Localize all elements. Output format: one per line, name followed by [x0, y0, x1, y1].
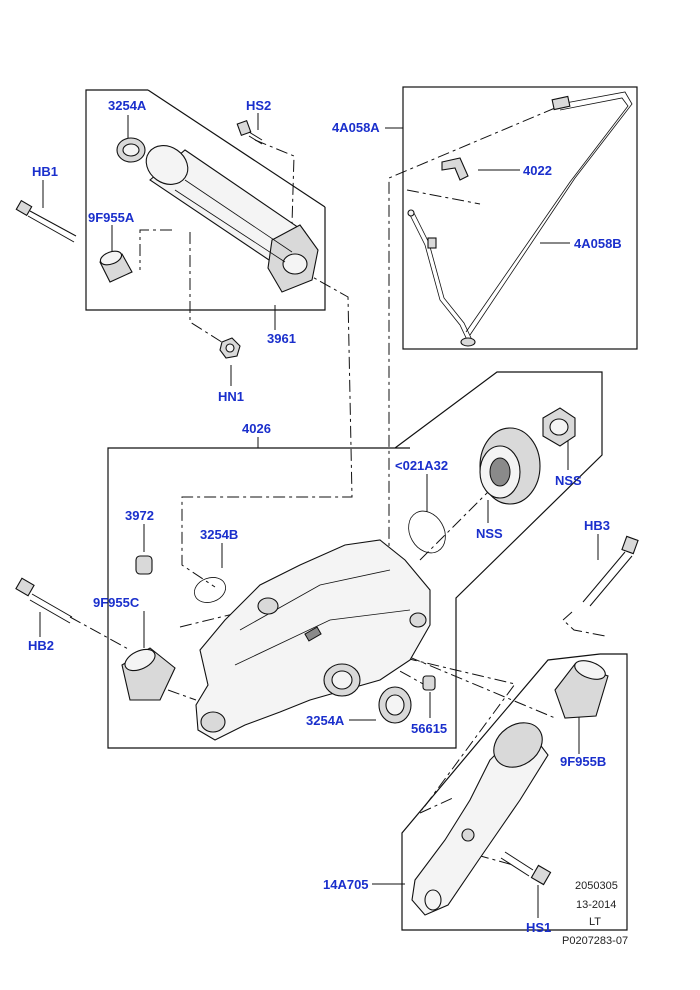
label-nss-flange: NSS	[476, 526, 503, 541]
bolt-hs1	[500, 851, 552, 886]
label-9f955b: 9F955B	[560, 754, 606, 769]
label-14a705: 14A705	[323, 877, 369, 892]
frame-vent-hose	[402, 86, 638, 350]
label-hb2: HB2	[28, 638, 54, 653]
label-hb3: HB3	[584, 518, 610, 533]
label-56615: 56615	[411, 721, 447, 736]
label-9f955a: 9F955A	[88, 210, 135, 225]
label-3254a-upper: 3254A	[108, 98, 147, 113]
bush-9f955b	[554, 660, 609, 719]
o-ring-3254b	[194, 577, 226, 603]
label-3254a-lower: 3254A	[306, 713, 345, 728]
label-021a32: <021A32	[395, 458, 448, 473]
footer-date-code: 13-2014	[576, 899, 616, 911]
label-3972: 3972	[125, 508, 154, 523]
label-hb1: HB1	[32, 164, 58, 179]
label-4a058a: 4A058A	[332, 120, 380, 135]
label-4026: 4026	[242, 421, 271, 436]
label-3254b: 3254B	[200, 527, 238, 542]
flange-nss	[479, 427, 541, 505]
vent-hose-4a058a	[465, 91, 633, 336]
footer-market-code: LT	[589, 916, 601, 928]
label-hs1: HS1	[526, 920, 551, 935]
housing-4026	[195, 539, 431, 741]
bolt-hb2	[15, 577, 73, 624]
tube-3961	[145, 145, 319, 293]
plug-3972	[135, 555, 153, 575]
seal-3254a-upper	[116, 137, 146, 163]
bracket-14a705	[411, 722, 549, 916]
label-4022: 4022	[523, 163, 552, 178]
frame-mount-bracket	[401, 653, 628, 931]
nut-hn1	[219, 337, 241, 359]
frame-differential	[107, 371, 603, 749]
footer-ref-number: 2050305	[575, 880, 618, 892]
frame-tube-assembly	[85, 89, 326, 311]
label-hn1: HN1	[218, 389, 244, 404]
label-9f955c: 9F955C	[93, 595, 140, 610]
o-ring-021a32	[408, 510, 446, 554]
bolt-hb1	[15, 199, 77, 243]
footer-illustration-id: P0207283-07	[562, 935, 628, 947]
seal-3254a-lower	[378, 686, 412, 724]
vent-hose-4a058b	[407, 209, 476, 347]
bush-9f955a	[99, 250, 133, 283]
label-hs2: HS2	[246, 98, 271, 113]
bush-9f955c	[121, 647, 176, 701]
label-3961: 3961	[267, 331, 296, 346]
bolt-hs2	[236, 119, 263, 145]
nut-nss	[542, 407, 576, 447]
label-nss-nut: NSS	[555, 473, 582, 488]
connector-4022	[441, 157, 469, 181]
plug-56615	[422, 675, 436, 691]
label-4a058b: 4A058B	[574, 236, 622, 251]
bolt-hb3	[582, 535, 639, 607]
